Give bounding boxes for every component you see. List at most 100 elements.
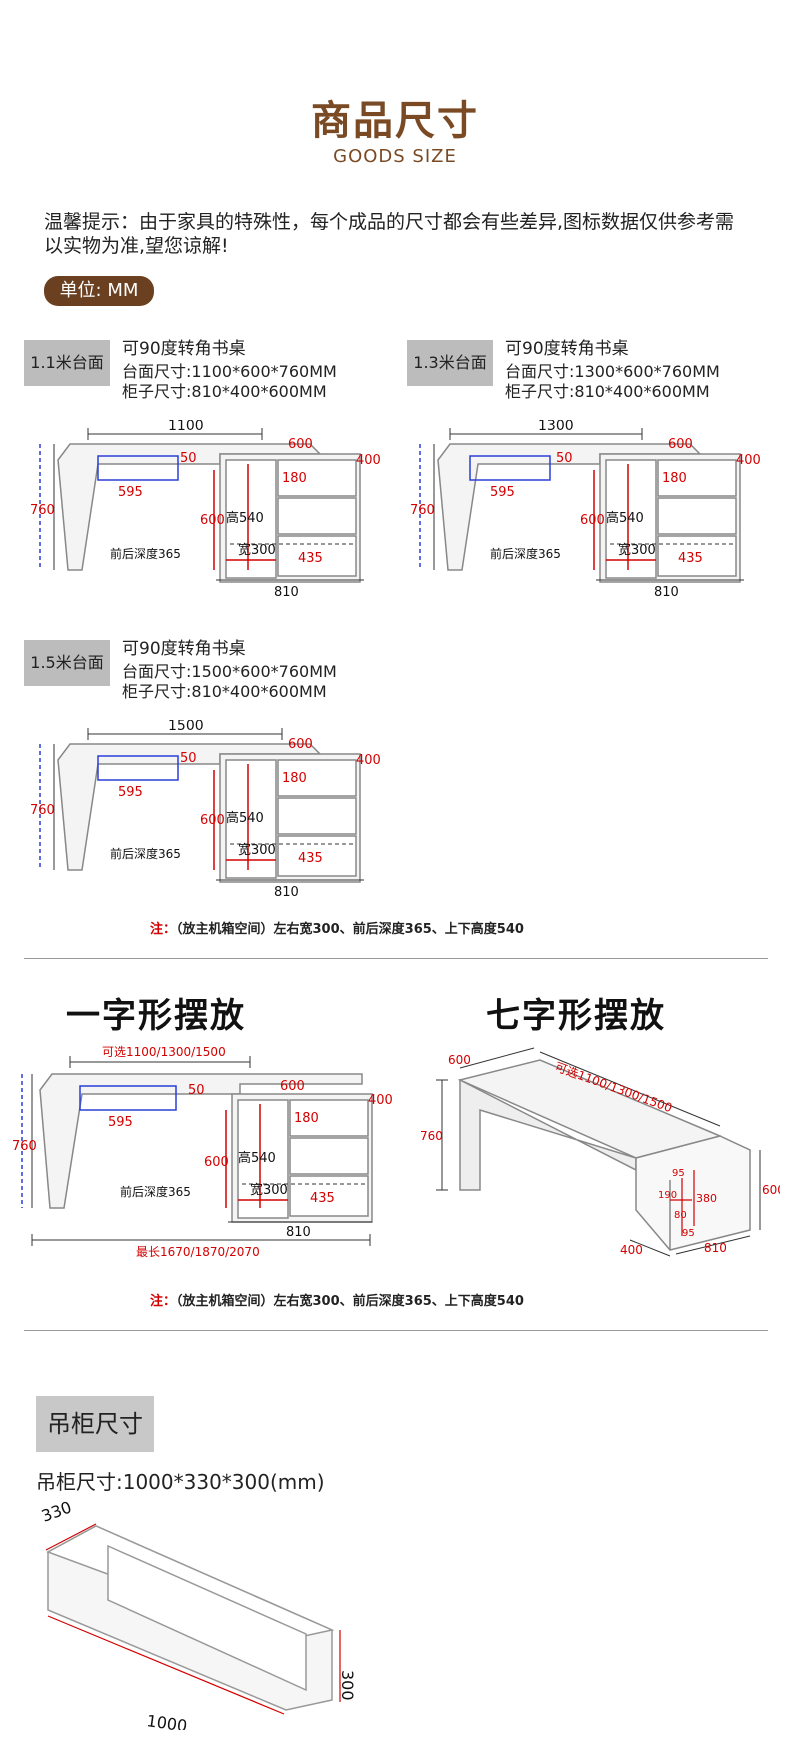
product-cabinet-size-2: 柜子尺寸:810*400*600MM bbox=[505, 382, 710, 401]
product-cabinet-size-3: 柜子尺寸:810*400*600MM bbox=[122, 682, 327, 701]
dim-435-label: 435 bbox=[678, 551, 703, 566]
depth-label: 前后深度365 bbox=[110, 846, 181, 861]
product-top-size-2: 台面尺寸:1300*600*760MM bbox=[505, 362, 720, 381]
hanging-330-label: 330 bbox=[39, 1500, 74, 1526]
dim-810-label: 810 bbox=[274, 585, 299, 600]
unit-badge: 单位: MM bbox=[44, 276, 154, 306]
dim-50-label: 50 bbox=[556, 451, 573, 466]
dim-600-height-label: 600 bbox=[200, 513, 225, 528]
desk-diagram-3: 1500 600 400 50 595 760 600 180 高540 宽30… bbox=[30, 720, 381, 900]
straight-layout-title: 一字形摆放 bbox=[66, 996, 246, 1036]
dim-600-height-label: 600 bbox=[200, 813, 225, 828]
dim-435-label: 435 bbox=[298, 851, 323, 866]
dim-180-label: 180 bbox=[282, 771, 307, 786]
desk-outline bbox=[57, 443, 361, 583]
height-540-label: 高540 bbox=[238, 1150, 276, 1166]
corner-380-label: 380 bbox=[696, 1192, 717, 1205]
page-subtitle: GOODS SIZE bbox=[333, 146, 457, 167]
dim-180-label: 180 bbox=[662, 471, 687, 486]
dim-600-height-label: 600 bbox=[580, 513, 605, 528]
dim-760-label: 760 bbox=[12, 1139, 37, 1154]
product-cabinet-size-1: 柜子尺寸:810*400*600MM bbox=[122, 382, 327, 401]
dim-50-label: 50 bbox=[188, 1083, 205, 1098]
dim-400-label: 400 bbox=[356, 753, 381, 768]
corner-95a-label: 95 bbox=[672, 1168, 685, 1179]
corner-600-right-label: 600 bbox=[762, 1183, 780, 1197]
dim-760-label: 760 bbox=[30, 503, 55, 518]
dim-810-label: 810 bbox=[654, 585, 679, 600]
width-label-2: 1300 bbox=[538, 420, 574, 434]
dim-435-label: 435 bbox=[298, 551, 323, 566]
dim-760-label: 760 bbox=[30, 803, 55, 818]
corner-190-label: 190 bbox=[658, 1190, 677, 1201]
corner-760-label: 760 bbox=[420, 1129, 443, 1143]
product-name-1: 可90度转角书桌 bbox=[122, 339, 246, 359]
depth-label: 前后深度365 bbox=[120, 1184, 191, 1199]
corner-600-label: 600 bbox=[448, 1053, 471, 1067]
width-300-label: 宽300 bbox=[238, 542, 276, 558]
product-tag-2: 1.3米台面 bbox=[407, 340, 493, 386]
corner-400-label: 400 bbox=[620, 1243, 643, 1257]
dim-595-label: 595 bbox=[118, 485, 143, 500]
width-300-label: 宽300 bbox=[618, 542, 656, 558]
note-1: 注：（放主机箱空间）左右宽300、前后深度365、上下高度540 bbox=[150, 918, 524, 937]
note-2: 注：（放主机箱空间）左右宽300、前后深度365、上下高度540 bbox=[150, 1290, 524, 1309]
hanging-cabinet-size: 吊柜尺寸:1000*330*300(mm) bbox=[36, 1470, 325, 1494]
dim-600-label: 600 bbox=[668, 437, 693, 452]
dim-600-label: 600 bbox=[288, 737, 313, 752]
desk-diagram-2: 1300 600 400 50 595 760 600 180 高540 宽30… bbox=[410, 420, 761, 600]
width-300-label: 宽300 bbox=[238, 842, 276, 858]
dim-600-label: 600 bbox=[288, 437, 313, 452]
dim-400-label: 400 bbox=[368, 1093, 392, 1108]
hanging-cabinet-diagram: 330 300 1000 bbox=[39, 1500, 357, 1730]
hanging-cabinet-tag: 吊柜尺寸 bbox=[36, 1396, 154, 1452]
corner-layout-diagram: 600 可选1100/1300/1500 760 600 95 190 380 … bbox=[420, 1047, 780, 1257]
page-title: 商品尺寸 bbox=[311, 98, 479, 144]
dim-180-label: 180 bbox=[282, 471, 307, 486]
width-label-1: 1100 bbox=[168, 420, 204, 434]
dim-810-label: 810 bbox=[274, 885, 299, 900]
product-tag-1: 1.1米台面 bbox=[24, 340, 110, 386]
height-540-label: 高540 bbox=[226, 510, 264, 526]
corner-810-label: 810 bbox=[704, 1241, 727, 1255]
dim-435-label: 435 bbox=[310, 1191, 335, 1206]
dim-760-label: 760 bbox=[410, 503, 435, 518]
dim-180-label: 180 bbox=[294, 1111, 319, 1126]
corner-layout-title: 七字形摆放 bbox=[486, 996, 666, 1036]
longest-label: 最长1670/1870/2070 bbox=[136, 1245, 260, 1259]
dim-810-label: 810 bbox=[286, 1225, 311, 1240]
hanging-1000-label: 1000 bbox=[145, 1711, 188, 1730]
width-300-label: 宽300 bbox=[250, 1182, 288, 1198]
drawer-outline bbox=[97, 455, 179, 481]
product-tag-3: 1.5米台面 bbox=[24, 640, 110, 686]
dim-595-label: 595 bbox=[490, 485, 515, 500]
corner-95b-label: 95 bbox=[682, 1228, 695, 1239]
dim-50-label: 50 bbox=[180, 751, 197, 766]
straight-layout-diagram: 可选1100/1300/1500 600 400 50 595 760 600 … bbox=[12, 1045, 392, 1259]
product-name-2: 可90度转角书桌 bbox=[505, 339, 629, 359]
dim-50-label: 50 bbox=[180, 451, 197, 466]
depth-label: 前后深度365 bbox=[110, 546, 181, 561]
dim-400-label: 400 bbox=[356, 453, 381, 468]
product-top-size-3: 台面尺寸:1500*600*760MM bbox=[122, 662, 337, 681]
depth-label: 前后深度365 bbox=[490, 546, 561, 561]
product-top-size-1: 台面尺寸:1100*600*760MM bbox=[122, 362, 337, 381]
note-prefix: 注： bbox=[150, 922, 177, 937]
note-text: （放主机箱空间）左右宽300、前后深度365、上下高度540 bbox=[176, 1294, 524, 1309]
divider bbox=[24, 1330, 768, 1331]
height-540-label: 高540 bbox=[226, 810, 264, 826]
tip-text: 温馨提示：由于家具的特殊性，每个成品的尺寸都会有些差异,图标数据仅供参考需以实物… bbox=[44, 211, 735, 257]
dim-600-label: 600 bbox=[280, 1079, 305, 1094]
dim-595-label: 595 bbox=[108, 1115, 133, 1130]
divider bbox=[24, 958, 768, 959]
dim-595-label: 595 bbox=[118, 785, 143, 800]
hanging-300-label: 300 bbox=[338, 1670, 357, 1701]
dim-600-height-label: 600 bbox=[204, 1155, 229, 1170]
width-label-3: 1500 bbox=[168, 720, 204, 734]
product-name-3: 可90度转角书桌 bbox=[122, 639, 246, 659]
corner-80-label: 80 bbox=[674, 1210, 687, 1221]
dim-400-label: 400 bbox=[736, 453, 761, 468]
optional-width-label: 可选1100/1300/1500 bbox=[102, 1045, 226, 1059]
note-prefix: 注： bbox=[150, 1294, 177, 1309]
note-text: （放主机箱空间）左右宽300、前后深度365、上下高度540 bbox=[176, 922, 524, 937]
